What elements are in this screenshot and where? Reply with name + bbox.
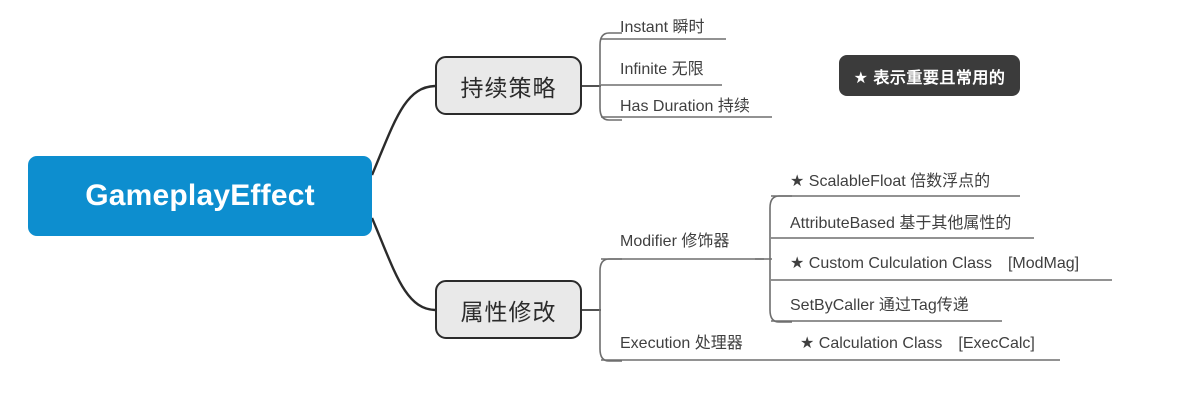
root-node-label: GameplayEffect [85,179,315,212]
branch-node-label: 持续策略 [460,74,557,101]
leaf-set-by-caller[interactable]: SetByCaller 通过Tag传递 [790,297,969,314]
leaf-scalable-float[interactable]: ★ ScalableFloat 倍数浮点的 [790,173,991,190]
bracket-branch-1 [599,258,622,362]
branch-node-attribute-modify[interactable]: 属性修改 [435,280,582,339]
legend-label: ★ 表示重要且常用的 [853,69,1006,87]
branch-node-label: 属性修改 [460,298,557,325]
legend-badge: ★ 表示重要且常用的 [839,55,1020,96]
edge-root-to-branch-0 [370,84,436,176]
bracket-modifier [769,195,792,323]
leaf-custom-calculation-class[interactable]: ★ Custom Culculation Class [ModMag] [790,255,1080,272]
edge-root-to-branch-1 [370,217,436,312]
leaf-execution[interactable]: Execution 处理器 [620,335,743,352]
leaf-has-duration[interactable]: Has Duration 持续 [620,98,750,115]
leaf-attribute-based[interactable]: AttributeBased 基于其他属性的 [790,215,1012,232]
leaf-calculation-class[interactable]: ★ Calculation Class [ExecCalc] [800,335,1035,352]
leaf-modifier[interactable]: Modifier 修饰器 [620,233,730,250]
branch-node-duration-policy[interactable]: 持续策略 [435,56,582,115]
leaf-infinite[interactable]: Infinite 无限 [620,61,704,78]
root-node[interactable]: GameplayEffect [28,156,372,236]
bracket-branch-0 [599,32,622,121]
leaf-instant[interactable]: Instant 瞬时 [620,19,705,36]
